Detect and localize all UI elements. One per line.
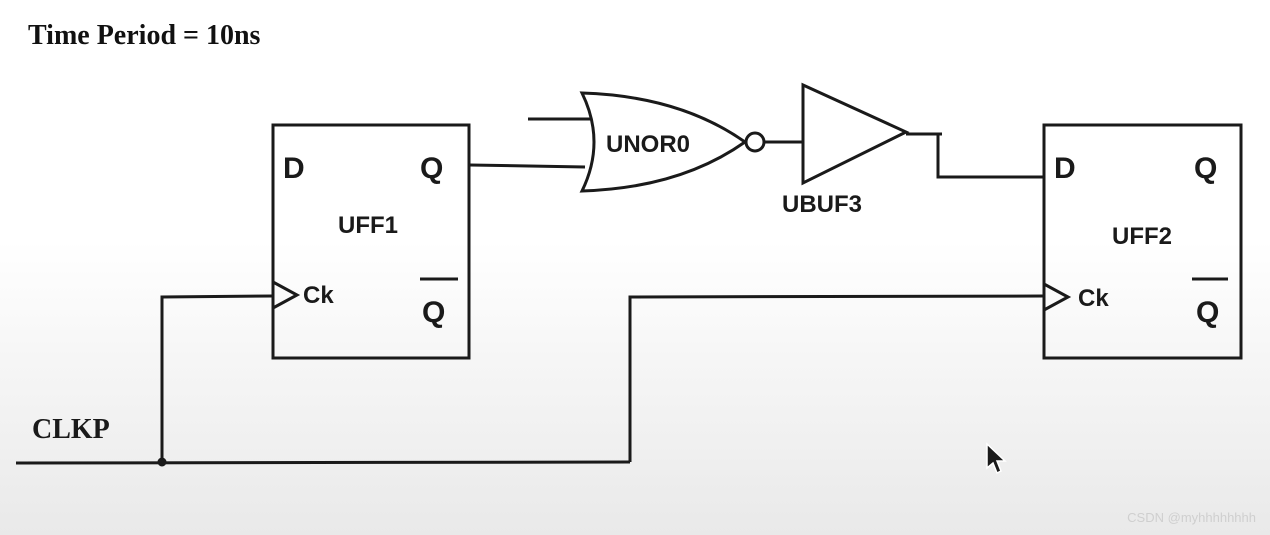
flipflop-uff1: D Q UFF1 Ck Q <box>271 123 471 360</box>
clk-junction <box>157 457 167 467</box>
wire-clk-to-uff2 <box>628 294 1045 462</box>
diagram-title: Time Period = 10ns <box>28 20 261 51</box>
uff2-label: UFF2 <box>1112 223 1172 250</box>
uff1-clk-pin: Ck <box>303 282 334 309</box>
uff2-q-pin: Q <box>1194 152 1217 185</box>
buffer-ubuf3: UBUF3 <box>782 82 910 218</box>
nor-gate-body <box>579 91 748 193</box>
wire-uff1-q-to-nor <box>469 163 586 169</box>
nor-gate-bubble <box>744 131 766 153</box>
wire-clk-to-uff1 <box>160 294 274 462</box>
wires <box>15 117 1045 467</box>
uff1-d-pin: D <box>283 152 305 185</box>
uff2-qbar-pin: Q <box>1196 296 1219 329</box>
mouse-pointer-icon <box>986 442 1007 475</box>
uff2-clk-pin: Ck <box>1078 285 1109 312</box>
nor-gate-label: UNOR0 <box>606 131 690 158</box>
clkp-label: CLKP <box>32 414 110 445</box>
uff1-body <box>271 123 471 360</box>
uff2-clock-triangle <box>1043 282 1072 312</box>
flipflop-uff2: D Q UFF2 Ck Q <box>1042 123 1243 360</box>
uff1-q-pin: Q <box>420 152 443 185</box>
wire-buffer-to-uff2-d <box>936 134 1044 179</box>
uff2-body <box>1042 123 1243 360</box>
wire-clkp-main <box>15 460 631 465</box>
buffer-label: UBUF3 <box>782 191 862 218</box>
uff1-qbar-pin: Q <box>422 296 445 329</box>
nor-gate-unor0: UNOR0 <box>579 91 766 193</box>
buffer-body <box>801 82 910 186</box>
uff1-label: UFF1 <box>338 212 398 239</box>
watermark: CSDN @myhhhhhhhh <box>1127 510 1256 525</box>
uff1-clock-triangle <box>272 280 301 310</box>
uff2-d-pin: D <box>1054 152 1076 185</box>
